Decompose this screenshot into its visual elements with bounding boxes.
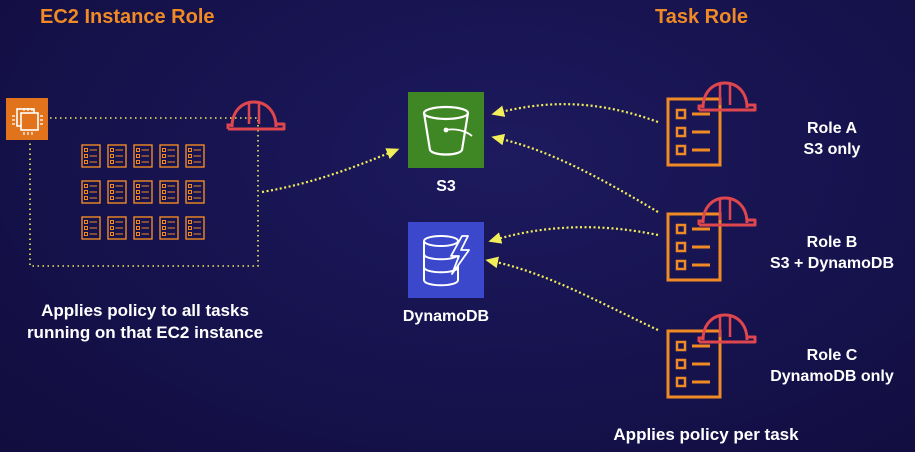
- ec2-instance-boundary: [29, 117, 259, 267]
- ec2-hard-hat-icon: [226, 100, 286, 131]
- task-icon: [81, 144, 101, 168]
- role-a-to-s3-arrow: [491, 103, 659, 124]
- task-icon: [185, 144, 205, 168]
- ec2-caption-line-1: Applies policy to all tasks: [41, 301, 249, 320]
- role-c-to-dynamodb-arrow: [485, 256, 659, 331]
- role-c-hard-hat-icon: [697, 313, 757, 344]
- task-icon: [133, 216, 153, 240]
- task-icon: [81, 180, 101, 204]
- s3-bucket-icon: [408, 92, 484, 168]
- ec2-role-caption: Applies policy to all tasks running on t…: [0, 300, 290, 344]
- task-icon: [107, 144, 127, 168]
- role-b-label: Role B S3 + DynamoDB: [742, 232, 915, 274]
- role-a-name: Role A: [806, 120, 858, 137]
- ec2-instance-role-title: EC2 Instance Role: [40, 6, 215, 28]
- ec2-chip-icon: [6, 98, 48, 140]
- ec2-to-s3-arrow: [261, 148, 400, 194]
- s3-label: S3: [436, 178, 456, 195]
- task-icon: [159, 180, 179, 204]
- role-a-scope: S3 only: [803, 141, 861, 158]
- task-icon: [133, 180, 153, 204]
- role-b-name: Role B: [806, 234, 858, 251]
- role-b-to-s3-arrow: [491, 133, 659, 213]
- task-icon: [107, 216, 127, 240]
- task-icon: [185, 180, 205, 204]
- role-c-label: Role C DynamoDB only: [742, 345, 915, 387]
- dynamodb-icon: [408, 222, 484, 298]
- task-role-title: Task Role: [655, 6, 748, 28]
- task-icon: [159, 216, 179, 240]
- task-icon: [185, 216, 205, 240]
- role-b-scope: S3 + DynamoDB: [769, 255, 895, 272]
- ec2-task-grid: [81, 144, 205, 240]
- role-c-name: Role C: [806, 347, 858, 364]
- dynamodb-label: DynamoDB: [402, 308, 490, 325]
- ec2-caption-line-2: running on that EC2 instance: [26, 323, 264, 342]
- task-icon: [81, 216, 101, 240]
- role-a-hard-hat-icon: [697, 81, 757, 112]
- task-icon: [107, 180, 127, 204]
- role-b-to-dynamodb-arrow: [488, 226, 659, 244]
- role-c-scope: DynamoDB only: [770, 368, 894, 385]
- task-icon: [133, 144, 153, 168]
- role-b-hard-hat-icon: [697, 196, 757, 227]
- role-a-label: Role A S3 only: [742, 118, 915, 160]
- task-role-caption: Applies policy per task: [613, 425, 799, 444]
- task-icon: [159, 144, 179, 168]
